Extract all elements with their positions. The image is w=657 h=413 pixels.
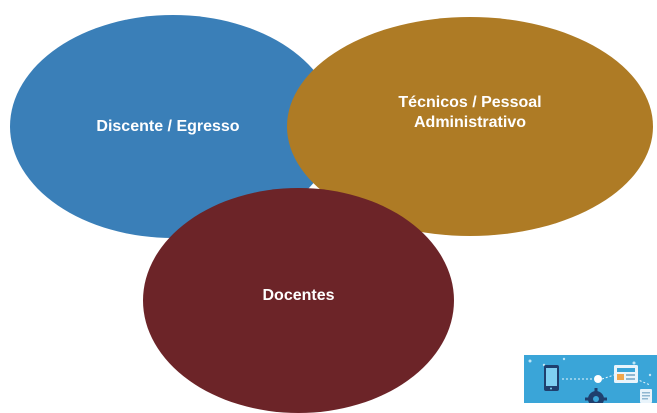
discente-ellipse: Discente / Egresso [10,15,336,238]
discente-label: Discente / Egresso [96,117,240,135]
tech-thumbnail [524,355,657,403]
docentes-label: Docentes [262,286,335,304]
docentes-ellipse: Docentes [143,188,454,413]
tech-network-icon [524,355,657,403]
tecnicos-label: Técnicos / Pessoal Administrativo [398,93,542,131]
venn-diagram: Discente / Egresso Técnicos / Pessoal Ad… [10,15,653,413]
